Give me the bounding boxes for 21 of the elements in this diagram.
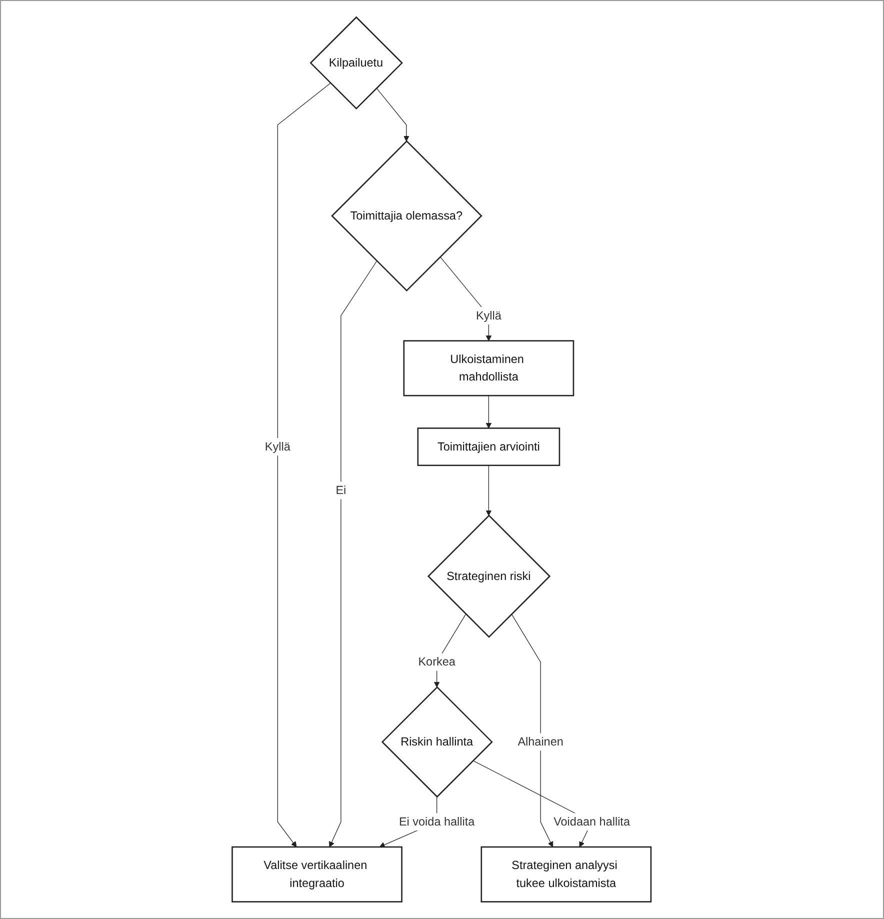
edge-label: Korkea: [418, 655, 456, 668]
edge-label: Ei: [336, 484, 347, 497]
edge-label: Kyllä: [476, 308, 502, 322]
arrow: [486, 395, 492, 428]
node-diamond: Riskin hallinta: [382, 686, 494, 798]
node-diamond: Strateginen riski: [428, 514, 552, 638]
node-box: Strateginen analyysi tukee ulkoistamista: [481, 846, 652, 902]
arrow: [486, 465, 492, 516]
node-box: Toimittajien arviointi: [418, 428, 561, 466]
node-box: Ulkoistaminen mahdollista: [404, 340, 575, 396]
arrow: [376, 88, 410, 142]
arrow: [512, 614, 554, 848]
edge-label: Kyllä: [265, 440, 291, 453]
arrow: [278, 82, 332, 848]
node-diamond: Toimittajia olemassa?: [332, 140, 483, 292]
edge-label: Alhainen: [518, 735, 564, 748]
node-box: Valitse vertikaalinen integraatio: [232, 846, 403, 902]
edge-label: Voidaan hallita: [554, 815, 630, 828]
node-diamond: Kilpailuetu: [310, 16, 404, 110]
edge-label: Ei voida hallita: [399, 815, 476, 828]
arrow: [329, 260, 378, 848]
